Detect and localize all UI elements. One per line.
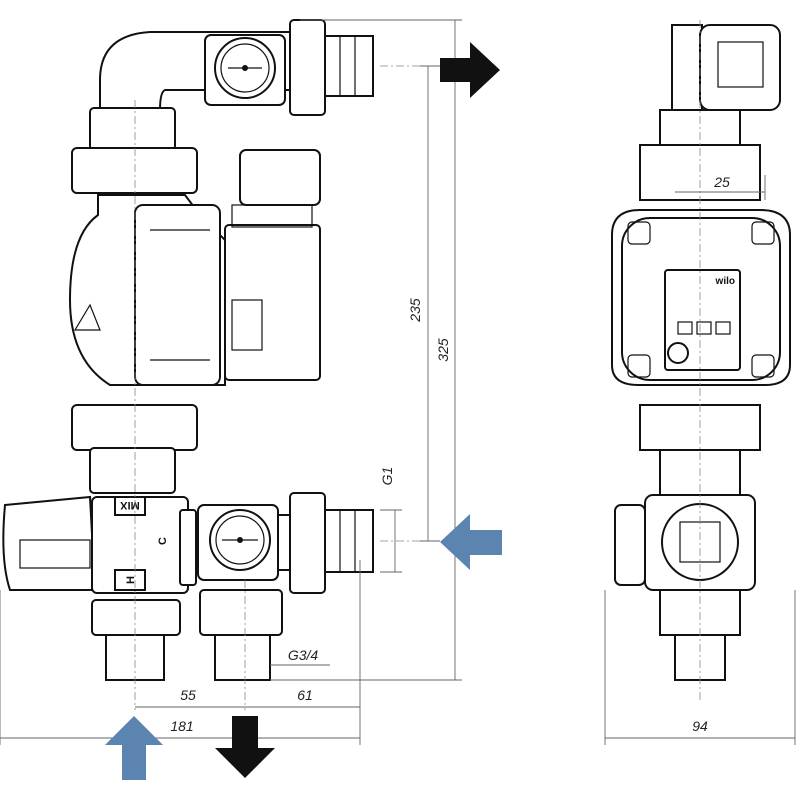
valve-label-cold: C <box>157 537 169 545</box>
top-outlet-nut <box>289 19 326 116</box>
dim-94: 94 <box>692 718 708 734</box>
bottom-pressure-gauge-icon <box>197 504 279 581</box>
pump-mode-button <box>667 342 689 364</box>
side-actuator <box>614 504 646 586</box>
right-bottom-thread <box>214 634 271 681</box>
dim-325: 325 <box>435 338 451 362</box>
left-bottom-thread <box>105 634 165 681</box>
circulation-pump <box>68 149 321 386</box>
arrow-down-icon <box>215 716 275 778</box>
valve-label-mix: MIX <box>120 499 140 511</box>
arrow-left-icon <box>440 514 502 570</box>
arrow-up-icon <box>105 716 163 780</box>
dimension-labels: 235 325 G1 G3/4 55 61 181 94 25 <box>170 174 730 734</box>
dim-181: 181 <box>170 718 193 734</box>
side-top-fitting <box>699 24 781 111</box>
pump-terminal-box <box>239 149 321 206</box>
arrow-right-icon <box>440 42 500 98</box>
lower-union-ring <box>71 404 198 451</box>
top-outlet-thread <box>324 35 374 97</box>
side-pump-head: wilo <box>611 209 791 386</box>
side-top-bracket <box>671 24 703 111</box>
dim-235: 235 <box>407 298 423 323</box>
side-inlet-thread <box>324 509 374 573</box>
dim-61: 61 <box>297 687 313 703</box>
front-view: MIX C H <box>2 19 374 681</box>
side-inlet-nut <box>289 492 326 594</box>
valve-actuator <box>2 495 97 591</box>
dim-g1: G1 <box>379 467 395 486</box>
side-bottom-thread <box>674 634 726 681</box>
right-bottom-nut <box>199 589 283 636</box>
dim-25: 25 <box>713 174 730 190</box>
upper-union-nut <box>89 107 176 151</box>
pump-brand-logo: wilo <box>715 276 735 287</box>
lower-union-nut <box>89 447 176 494</box>
dimension-lines <box>0 19 796 745</box>
left-bottom-nut <box>91 599 181 636</box>
valve-label-hot: H <box>125 576 137 584</box>
dim-g3-4: G3/4 <box>288 647 319 663</box>
top-pressure-gauge-icon <box>204 34 286 106</box>
upper-union-ring <box>71 147 198 194</box>
side-view: wilo <box>611 24 791 681</box>
flow-arrows <box>105 42 502 780</box>
dim-55: 55 <box>180 687 196 703</box>
mixing-valve: MIX C H <box>2 495 197 594</box>
pump-motor-housing <box>224 224 321 381</box>
